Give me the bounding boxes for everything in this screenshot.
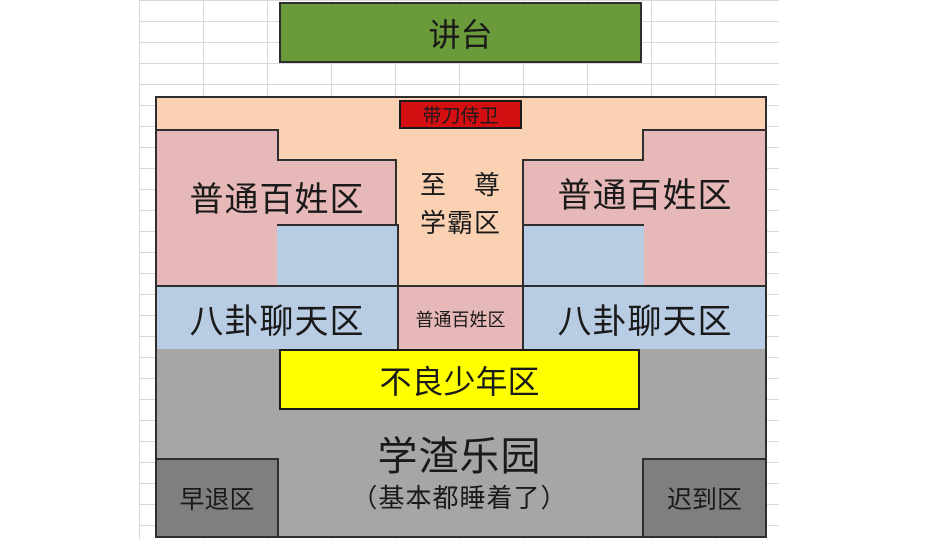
leave-early-zone: 早退区: [155, 458, 279, 538]
top-scholar-line1: 至 尊: [419, 170, 501, 201]
top-scholar-line2: 学霸区: [419, 208, 501, 239]
delinquent-label: 不良少年区: [379, 362, 540, 401]
gossip-zone-right-upper: [522, 224, 644, 287]
guard-box: 带刀侍卫: [399, 100, 522, 129]
slacker-title: 学渣乐园: [377, 434, 542, 480]
leave-early-label: 早退区: [179, 485, 255, 514]
commoners-zone-right-ext: [522, 159, 644, 226]
delinquent-zone: 不良少年区: [279, 349, 640, 410]
late-arrival-zone: 迟到区: [642, 458, 767, 538]
guard-label: 带刀侍卫: [422, 105, 499, 127]
gossip-left-label: 八卦聊天区: [189, 301, 365, 342]
gossip-zone-left-upper: [277, 224, 399, 287]
commoners-left-label: 普通百姓区: [189, 179, 365, 220]
commoners-zone-center: [399, 285, 522, 349]
gossip-right-label: 八卦聊天区: [557, 301, 733, 342]
gossip-zone-left: [155, 285, 399, 349]
slacker-subtitle: （基本都睡着了）: [351, 483, 568, 514]
podium: 讲台: [279, 2, 642, 63]
late-arrival-label: 迟到区: [666, 485, 742, 514]
commoners-zone-left-ext: [277, 159, 397, 226]
podium-label: 讲台: [428, 15, 493, 54]
gossip-zone-right: [522, 285, 767, 349]
commoners-center-label: 普通百姓区: [415, 310, 506, 331]
commoners-right-label: 普通百姓区: [557, 175, 733, 216]
